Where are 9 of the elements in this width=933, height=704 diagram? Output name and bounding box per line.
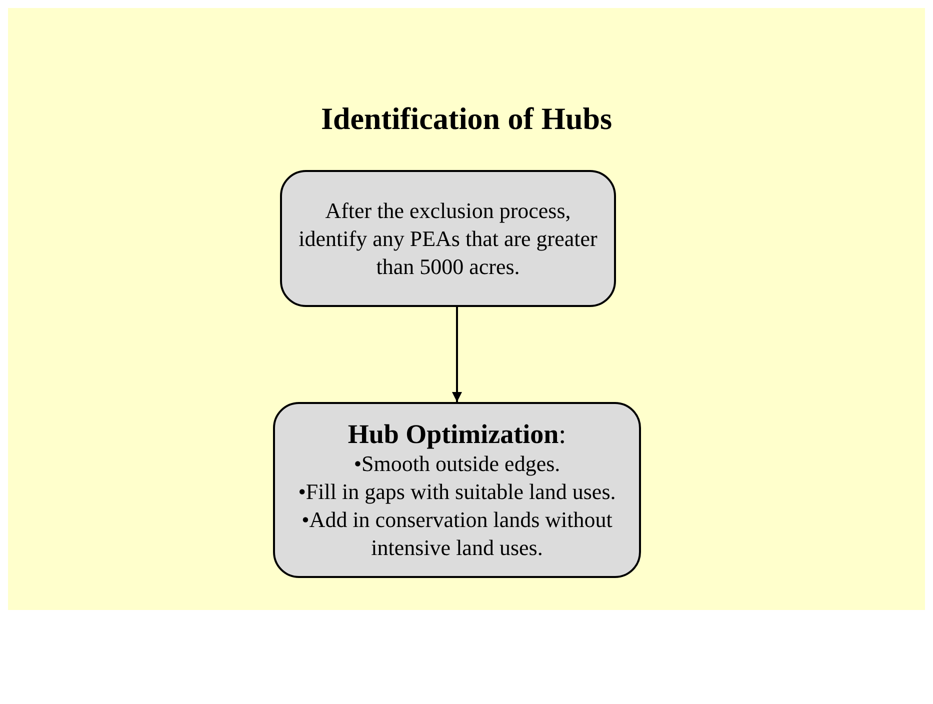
box-text: •Fill in gaps with suitable land uses. bbox=[298, 478, 616, 506]
process-box bbox=[273, 402, 641, 578]
box-heading: Hub Optimization: bbox=[348, 418, 566, 450]
diagram-title: Identification of Hubs bbox=[320, 100, 614, 138]
box-text: After the exclusion process, identify any PEAs that are greater than 5000 acres. bbox=[298, 196, 598, 280]
arrow bbox=[452, 307, 462, 402]
process-box bbox=[280, 170, 616, 307]
box-text: •Add in conservation lands without intensive land uses. bbox=[300, 506, 614, 562]
box-text: •Smooth outside edges. bbox=[354, 450, 560, 478]
